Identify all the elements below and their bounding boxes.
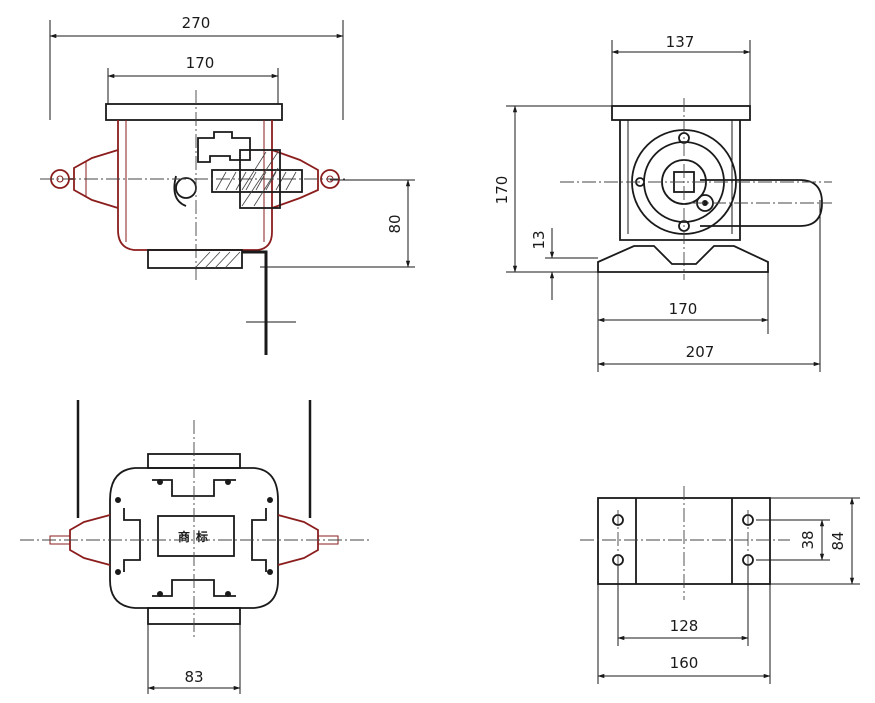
top-view-body [109,467,279,609]
base-plan-view: 38 84 128 160 [580,486,860,684]
dimension-flange-width: 170 [107,54,279,104]
front-view: 270 170 80 [40,14,415,355]
dim-label-137: 137 [666,33,695,51]
dimension-hole-spacing-y: 38 [756,519,830,561]
dimension-side-height: 170 [493,105,612,273]
dimension-overall-width: 270 [49,14,344,120]
dim-label-160: 160 [670,654,699,672]
dimension-top-width: 137 [611,33,751,106]
dim-label-170-side: 170 [493,176,511,205]
lever-arm [242,250,268,355]
cam-housing [197,131,251,163]
nameplate [157,515,235,557]
dim-label-83: 83 [184,668,203,686]
side-base [597,245,769,273]
dim-label-13: 13 [530,230,548,249]
dimension-shaft-height: 80 [260,179,415,268]
dim-label-38: 38 [799,530,817,549]
dimension-hole-spacing-x: 128 [617,566,749,646]
dimension-top-flange: 83 [147,624,241,694]
dim-label-80: 80 [386,214,404,233]
dimension-base-length: 160 [597,584,771,684]
side-view: 137 170 13 [493,33,832,372]
dimension-base-thickness: 13 [530,228,598,300]
dim-label-207: 207 [686,343,715,361]
dim-label-270: 270 [182,14,211,32]
top-view: 商标 83 [20,400,372,694]
dimension-base-width: 207 [597,200,821,372]
side-top-flange [611,105,751,121]
shaft-section [211,169,303,193]
dim-label-170-base: 170 [669,300,698,318]
dim-label-84: 84 [829,531,847,550]
dimension-base-depth: 84 [770,497,860,585]
nameplate-text: 商标 [178,529,214,544]
top-flange [105,103,283,121]
dimension-base-holes: 170 [597,272,769,372]
shaft-bore [175,177,197,199]
dim-label-170-front: 170 [186,54,215,72]
right-gland [271,149,319,209]
dim-label-128: 128 [670,617,699,635]
